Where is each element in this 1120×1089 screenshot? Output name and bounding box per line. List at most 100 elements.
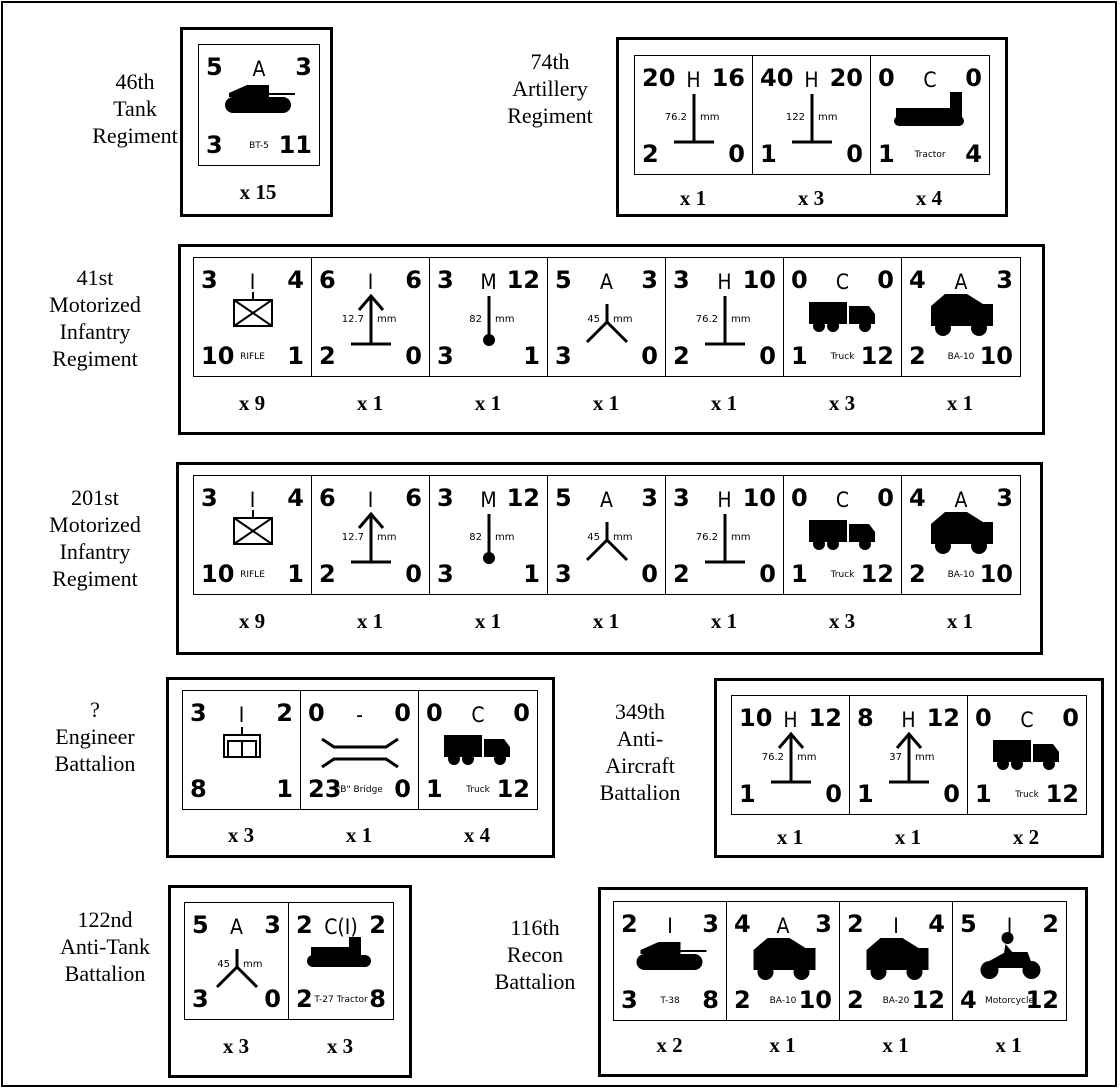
caliber-label: 12.7 [342,314,364,325]
range-value: 4 [287,486,304,510]
group-label-mir41: 41stMotorizedInfantryRegiment [20,264,170,372]
caliber-unit: mm [495,532,514,543]
defense-value: 3 [555,562,572,586]
range-value: 12 [809,706,842,730]
caliber-unit: mm [797,752,816,763]
unit-model: Truck [968,790,1086,800]
range-value: 2 [1042,912,1059,936]
unit-counter: 3I4101RIFLE [194,476,312,594]
range-value: 12 [927,706,960,730]
unit-quantity: x 9 [193,609,311,634]
caliber-label: 12.7 [342,532,364,543]
group-label-eng: ?EngineerBattalion [30,696,160,777]
range-value: 3 [641,268,658,292]
unit-model: BA-10 [902,352,1020,362]
count-row: x 3x 3 [184,1034,392,1059]
unit-quantity: x 1 [634,186,752,211]
defense-value: 1 [739,782,756,806]
group-box-aa349: 10H121076.2mm8H121037mm0C0112Truckx 1x 1… [714,678,1104,858]
unit-counter: 4A3210BA-10 [902,258,1020,376]
defense-value: 2 [642,142,659,166]
defense-value: 2 [673,344,690,368]
unit-quantity: x 1 [839,1033,952,1058]
count-row: x 15 [198,180,318,205]
group-label-rec116: 116thReconBattalion [470,914,600,995]
defense-value: 3 [437,562,454,586]
range-value: 3 [996,268,1013,292]
caliber-unit: mm [377,532,396,543]
caliber-label: 37 [889,752,902,763]
caliber-unit: mm [613,314,632,325]
unit-counter: 6I62012.7mm [312,476,430,594]
unit-counter: 0C0112Truck [419,691,537,809]
movement-value: 0 [405,344,422,368]
caliber-label: 82 [469,532,482,543]
unit-counter: 0C0112Truck [968,696,1086,814]
movement-value: 1 [523,562,540,586]
count-row: x 9x 1x 1x 1x 1x 3x 1 [193,391,1019,416]
movement-value: 0 [759,562,776,586]
range-value: 3 [815,912,832,936]
caliber-label: 45 [217,959,230,970]
caliber-unit: mm [915,752,934,763]
caliber-unit: mm [818,112,837,123]
caliber-label: 45 [587,532,600,543]
range-value: 12 [507,486,540,510]
unit-model: T-27 Tractor [289,995,393,1005]
defense-value: 3 [555,344,572,368]
unit-counter: 3I281 [183,691,301,809]
range-value: 3 [264,913,281,937]
range-value: 0 [513,701,530,725]
unit-quantity: x 3 [182,823,300,848]
unit-counter: 2I338T-38 [614,902,727,1020]
caliber-label: 76.2 [762,752,784,763]
movement-value: 0 [759,344,776,368]
counter-strip: 20H162076.2mm40H2010122mm0C014Tractor [634,55,990,175]
unit-model: Truck [419,785,537,795]
caliber-label: 76.2 [696,532,718,543]
defense-value: 2 [319,562,336,586]
unit-model: RIFLE [194,352,311,362]
group-label-art74: 74thArtilleryRegiment [470,48,630,129]
unit-model: T-38 [614,996,726,1006]
group-box-tank46: 5A3311BT-5 x 15 [180,27,333,217]
range-value: 3 [996,486,1013,510]
caliber-label: 122 [786,112,805,123]
counter-strip: 5A3311BT-5 [198,44,320,166]
range-value: 3 [295,55,312,79]
unit-quantity: x 2 [613,1033,726,1058]
group-label-at122: 122ndAnti-TankBattalion [30,906,180,987]
range-value: 10 [743,268,776,292]
unit-model: "B" Bridge [301,785,418,795]
unit-quantity: x 1 [726,1033,839,1058]
unit-counter: 2C(I)228T-27 Tractor [289,903,393,1019]
unit-quantity: x 2 [967,825,1085,850]
movement-value: 0 [825,782,842,806]
unit-quantity: x 1 [547,609,665,634]
unit-quantity: x 9 [193,391,311,416]
defense-value: 2 [319,344,336,368]
caliber-unit: mm [377,314,396,325]
unit-counter: 3H102076.2mm [666,258,784,376]
range-value: 0 [877,268,894,292]
unit-model: BA-10 [727,996,839,1006]
unit-counter: 5A33045mm [548,476,666,594]
count-row: x 1x 3x 4 [634,186,988,211]
caliber-unit: mm [243,959,262,970]
unit-quantity: x 3 [184,1034,288,1059]
unit-model: Motorcycle [953,996,1066,1006]
range-value: 3 [641,486,658,510]
unit-quantity: x 1 [311,609,429,634]
unit-model: Tractor [871,150,989,160]
range-value: 0 [965,66,982,90]
caliber-unit: mm [613,532,632,543]
